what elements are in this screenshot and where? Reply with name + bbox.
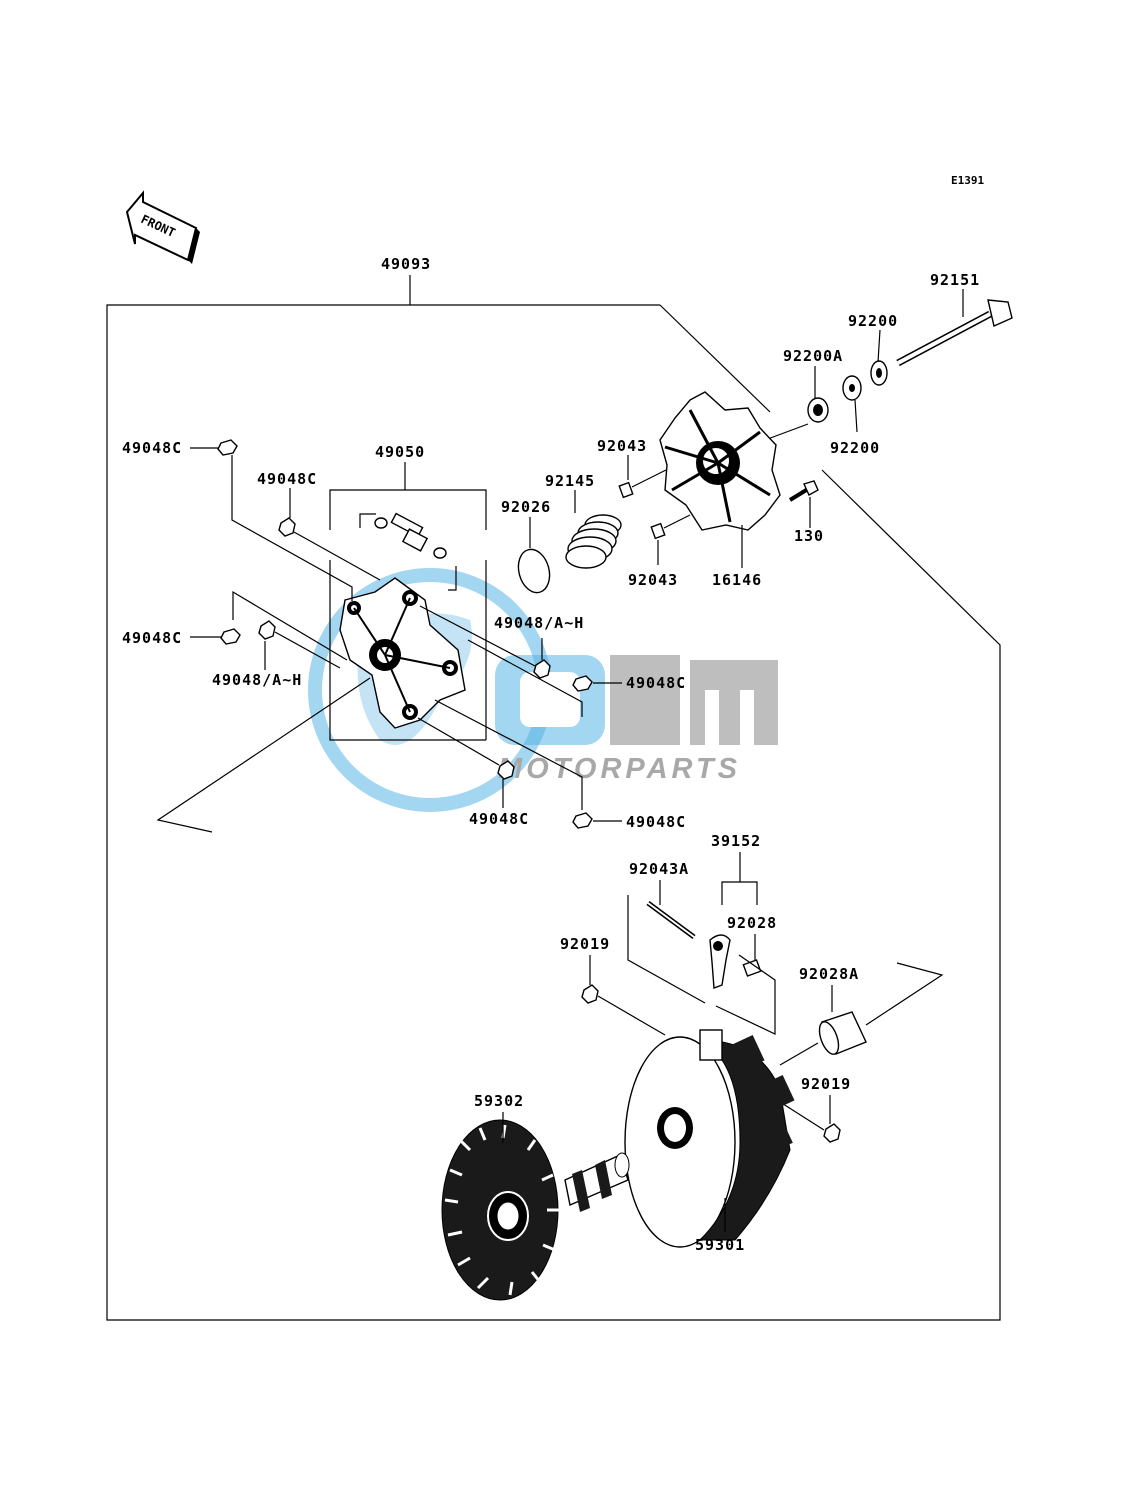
hub-49050	[339, 577, 466, 729]
nut-49048C-3	[190, 590, 348, 661]
label-92151: 92151	[930, 271, 980, 289]
pin-49050	[390, 512, 424, 538]
watermark-sub: MOTORPARTS	[498, 753, 741, 785]
label-49048C-6: 49048C	[626, 813, 686, 831]
flyweight-39152	[709, 934, 731, 989]
label-92145: 92145	[545, 472, 595, 490]
label-39152: 39152	[711, 832, 761, 850]
bolt-130	[788, 480, 819, 502]
nut-49048C-2	[278, 488, 381, 581]
label-92200-top: 92200	[848, 312, 898, 330]
label-92028: 92028	[727, 914, 777, 932]
label-130: 130	[794, 527, 824, 545]
pin-92043-bottom	[650, 522, 666, 540]
ring-92026	[517, 548, 551, 594]
label-92043-top: 92043	[597, 437, 647, 455]
label-49048C-4: 49048C	[626, 674, 686, 692]
nut-49048AH-1	[419, 605, 551, 679]
label-92019-bottom: 92019	[801, 1075, 851, 1093]
label-49048C-5: 49048C	[469, 810, 529, 828]
label-59302: 59302	[474, 1092, 524, 1110]
label-92200A: 92200A	[783, 347, 843, 365]
pin-92043-top	[618, 481, 634, 499]
label-49048AH-2: 49048/A~H	[212, 671, 302, 689]
label-59301: 59301	[695, 1236, 745, 1254]
label-92026: 92026	[501, 498, 551, 516]
pin-92043A	[646, 900, 696, 940]
diagram-code: E1391	[951, 174, 984, 187]
nut-49048C-1	[190, 439, 353, 601]
sheave-59301	[624, 1029, 795, 1248]
label-49048C-1: 49048C	[122, 439, 182, 457]
nut-92019-bottom	[823, 1123, 841, 1143]
nut-49048C-4	[467, 639, 622, 717]
label-49048C-3: 49048C	[122, 629, 182, 647]
nut-49048C-5	[417, 717, 515, 808]
label-49048AH-1: 49048/A~H	[494, 614, 584, 632]
bushing-49050	[401, 528, 429, 552]
label-16146: 16146	[712, 571, 762, 589]
label-92019-top: 92019	[560, 935, 610, 953]
spider-16146	[659, 391, 781, 531]
bolt-92151	[896, 299, 1013, 367]
front-arrow-icon: FRONT	[125, 190, 200, 264]
seal-ring-b	[433, 547, 447, 559]
label-49093: 49093	[381, 255, 431, 273]
label-49048C-2: 49048C	[257, 470, 317, 488]
label-49050: 49050	[375, 443, 425, 461]
label-92028A: 92028A	[799, 965, 859, 983]
label-92200-bottom: 92200	[830, 439, 880, 457]
sheave-59302	[441, 1119, 630, 1301]
nut-92019-top	[581, 984, 599, 1004]
label-92043A: 92043A	[629, 860, 689, 878]
nut-49048C-6	[434, 699, 622, 829]
nut-49048AH-2	[258, 620, 341, 670]
label-92043-bottom: 92043	[628, 571, 678, 589]
seal-ring-a	[374, 517, 388, 529]
spring-92145	[565, 514, 622, 569]
sleeve-92028A	[818, 1011, 867, 1055]
assembly-frame	[106, 304, 1001, 1321]
